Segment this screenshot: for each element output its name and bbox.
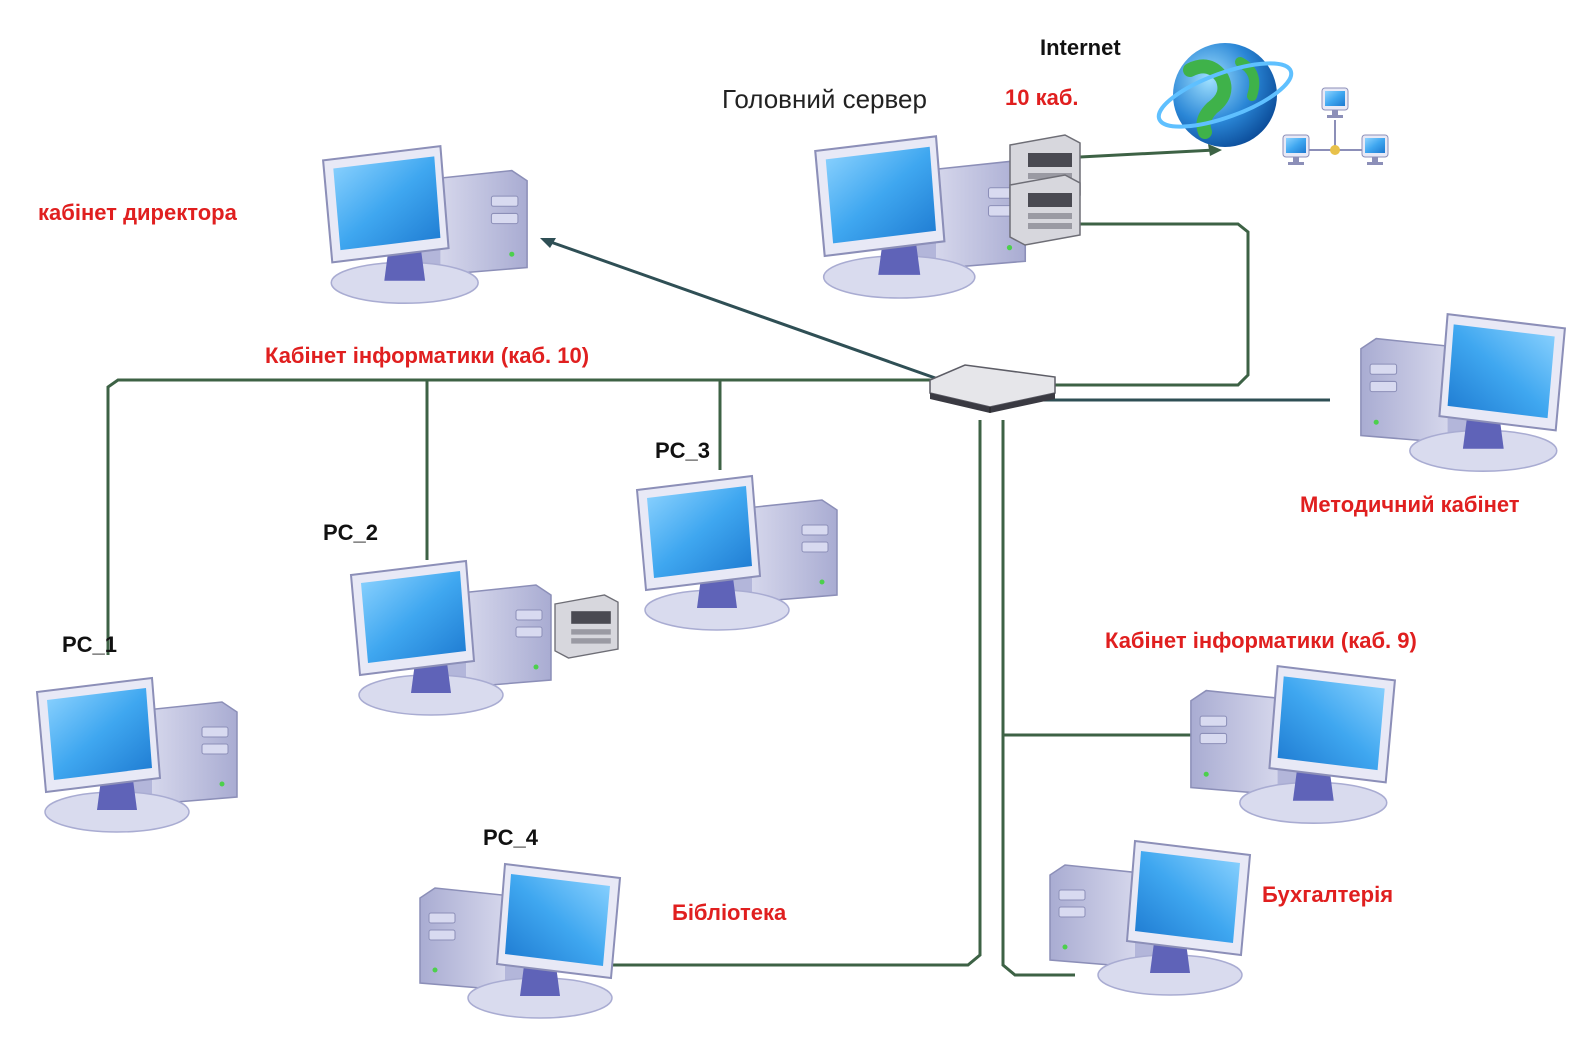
desktop-computer-icon (636, 475, 838, 631)
cable-internet (1079, 148, 1216, 159)
network-switch-icon (929, 364, 1056, 413)
methodical-label: Методичний кабінет (1300, 492, 1520, 517)
desktop-computer-icon (1189, 665, 1396, 825)
internet-label: Internet (1040, 35, 1121, 60)
cables (106, 144, 1330, 977)
desktop-computer-icon (1359, 313, 1566, 473)
desktop-computer-icon (322, 145, 529, 305)
accounting-label: Бухгалтерія (1262, 882, 1393, 907)
cable-server (1015, 222, 1250, 387)
server-icon (554, 594, 619, 659)
arrow-internet (1208, 144, 1222, 156)
cable-accounting (1001, 420, 1075, 977)
desktop-computer-icon (419, 863, 621, 1019)
informatics-9-label: Кабінет інформатики (каб. 9) (1105, 628, 1417, 653)
desktop-computer-icon (350, 560, 552, 716)
arrow-director (540, 238, 556, 248)
cable-trunk (106, 378, 985, 655)
server-icon (1009, 174, 1081, 246)
cable-library (610, 420, 982, 967)
library-label: Бібліотека (672, 900, 787, 925)
internet-globe-icon (1156, 43, 1294, 147)
informatics-10-label: Кабінет інформатики (каб. 10) (265, 343, 589, 368)
pc1-label: PC_1 (62, 632, 117, 657)
server-room-label: 10 каб. (1005, 85, 1079, 110)
server-name-label: Головний сервер (722, 84, 927, 114)
cable-director (544, 238, 956, 387)
pc2-label: PC_2 (323, 520, 378, 545)
main-server (814, 134, 1081, 300)
desktop-computer-icon (814, 135, 1027, 300)
pc4-label: PC_4 (483, 825, 539, 850)
pc3-label: PC_3 (655, 438, 710, 463)
network-cluster-icon (1282, 87, 1389, 166)
desktop-computer-icon (1049, 840, 1251, 996)
director-label: кабінет директора (38, 200, 238, 225)
desktop-computer-icon (36, 677, 238, 833)
